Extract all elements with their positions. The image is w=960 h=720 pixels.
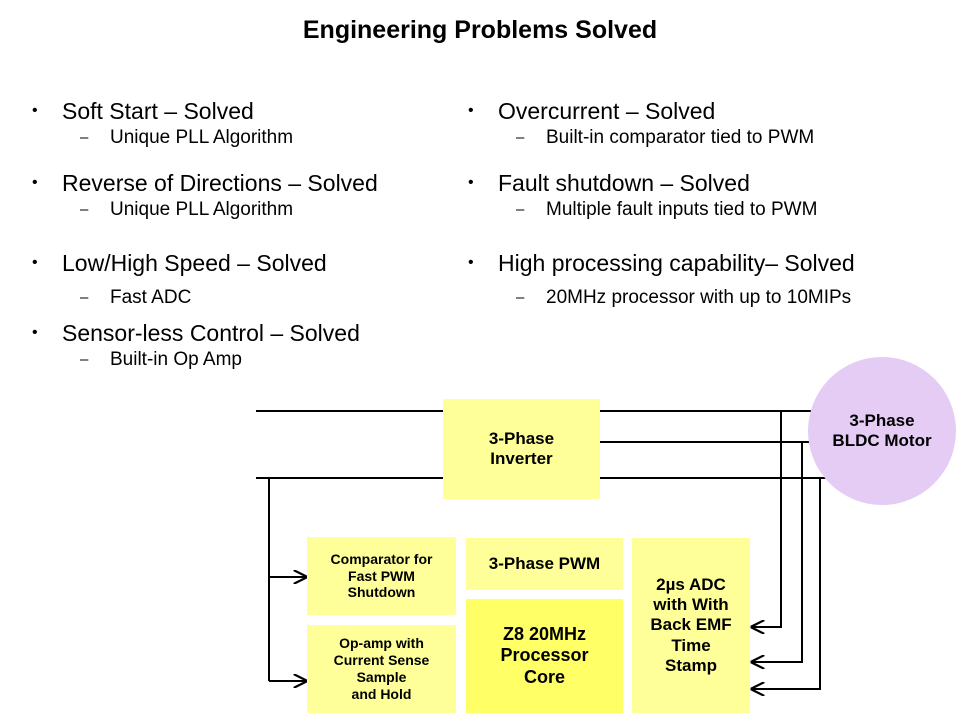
motor-block: 3-Phase BLDC Motor — [808, 357, 956, 505]
bullet-item-processing: • High processing capability– Solved – 20… — [468, 248, 855, 310]
inverter-block: 3-Phase Inverter — [443, 399, 600, 499]
bullet-subitem: – 20MHz processor with up to 10MIPs — [468, 286, 855, 310]
subitem-text: Built-in comparator tied to PWM — [546, 127, 815, 148]
dash-glyph: – — [80, 289, 89, 306]
subitem-text: Fast ADC — [110, 287, 192, 308]
bullet-subitem: – Built-in comparator tied to PWM — [468, 126, 855, 150]
slide-title: Engineering Problems Solved — [302, 16, 658, 44]
adc-block: 2µs ADC with With Back EMF Time Stamp — [632, 538, 750, 713]
bullet-subitem: – Unique PLL Algorithm — [32, 198, 378, 222]
subitem-text: Multiple fault inputs tied to PWM — [546, 199, 818, 220]
bemf-line-a — [752, 411, 782, 627]
dash-glyph: – — [516, 129, 525, 146]
dash-glyph: – — [516, 289, 525, 306]
dash-glyph: – — [516, 201, 525, 218]
bullet-item-soft-start: • Soft Start – Solved – Unique PLL Algori… — [32, 96, 378, 150]
bullet-glyph: • — [32, 324, 38, 341]
bullet-heading: Low/High Speed – Solved — [62, 250, 327, 276]
processor-core-block: Z8 20MHz Processor Core — [466, 599, 623, 713]
right-bullet-column: • Overcurrent – Solved – Built-in compara… — [468, 96, 855, 308]
bemf-line-c — [752, 478, 821, 689]
bullet-glyph: • — [32, 174, 38, 191]
dash-glyph: – — [80, 351, 89, 368]
bullet-item-speed: • Low/High Speed – Solved – Fast ADC — [32, 248, 378, 310]
pwm-block: 3-Phase PWM — [466, 538, 623, 590]
bullet-item-overcurrent: • Overcurrent – Solved – Built-in compara… — [468, 96, 855, 150]
bullet-subitem: – Unique PLL Algorithm — [32, 126, 378, 150]
comparator-block: Comparator for Fast PWM Shutdown — [307, 537, 456, 615]
opamp-block: Op-amp with Current Sense Sample and Hol… — [307, 625, 456, 713]
bullet-glyph: • — [32, 254, 38, 271]
subitem-text: Unique PLL Algorithm — [110, 127, 294, 148]
left-bullet-column: • Soft Start – Solved – Unique PLL Algori… — [32, 96, 378, 370]
subitem-text: Unique PLL Algorithm — [110, 199, 294, 220]
bullet-glyph: • — [468, 174, 474, 191]
bullet-heading: Overcurrent – Solved — [498, 98, 716, 124]
bullet-glyph: • — [32, 102, 38, 119]
subitem-text: 20MHz processor with up to 10MIPs — [546, 287, 852, 308]
bullet-heading: High processing capability– Solved — [498, 250, 855, 276]
bullet-item-fault-shutdown: • Fault shutdown – Solved – Multiple faul… — [468, 168, 855, 222]
bullet-glyph: • — [468, 254, 474, 271]
bemf-line-b — [752, 442, 803, 662]
subitem-text: Built-in Op Amp — [110, 349, 242, 370]
bullet-glyph: • — [468, 102, 474, 119]
bullet-subitem: – Multiple fault inputs tied to PWM — [468, 198, 855, 222]
bullet-heading: Reverse of Directions – Solved — [62, 170, 378, 196]
bullet-heading: Soft Start – Solved — [62, 98, 254, 124]
bullet-subitem: – Built-in Op Amp — [32, 348, 378, 372]
dash-glyph: – — [80, 129, 89, 146]
dash-glyph: – — [80, 201, 89, 218]
bullet-item-sensorless: • Sensor-less Control – Solved – Built-in… — [32, 318, 378, 372]
bullet-subitem: – Fast ADC — [32, 286, 378, 310]
bullet-item-reverse-direction: • Reverse of Directions – Solved – Unique… — [32, 168, 378, 222]
bullet-heading: Fault shutdown – Solved — [498, 170, 750, 196]
bullet-heading: Sensor-less Control – Solved — [62, 320, 360, 346]
